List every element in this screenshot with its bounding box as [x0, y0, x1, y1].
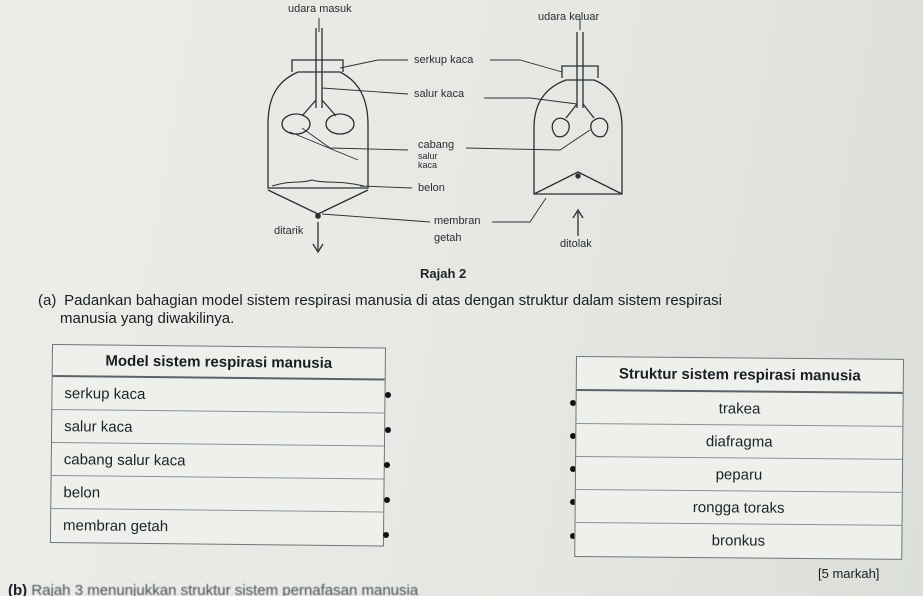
model-row: belon — [51, 476, 384, 513]
structure-row: diafragma — [576, 424, 903, 460]
left-branch-tube — [301, 99, 337, 117]
label-udara-keluar: udara keluar — [538, 11, 600, 23]
question-number: (a) — [38, 292, 57, 309]
label-ditarik: ditarik — [274, 225, 304, 237]
question-text-line1: Padankan bahagian model sistem respirasi… — [64, 292, 723, 309]
right-stopper — [561, 65, 599, 78]
down-arrow-left — [312, 222, 324, 254]
model-row: serkup kaca — [52, 377, 385, 414]
figure-caption: Rajah 2 — [420, 266, 467, 281]
label-serkup-kaca: serkup kaca — [414, 54, 474, 66]
up-arrow-right — [572, 208, 584, 236]
label-belon: belon — [418, 182, 445, 194]
left-match-dot-1[interactable] — [385, 392, 391, 398]
right-match-dot-3[interactable] — [570, 466, 576, 472]
model-row: membran getah — [63, 517, 169, 536]
right-membrane — [533, 171, 623, 195]
right-match-dot-4[interactable] — [570, 499, 576, 505]
right-match-dot-1[interactable] — [570, 400, 576, 406]
label-kaca: kaca — [418, 160, 438, 170]
label-getah: getah — [434, 232, 462, 244]
left-match-dot-5[interactable] — [383, 532, 389, 538]
model-row: cabang salur kaca — [51, 443, 384, 480]
label-cabang: cabang — [418, 139, 455, 151]
question-b-partial: (b) Rajah 3 menunjukkan struktur sistem … — [8, 582, 418, 596]
left-bell-jar-outline — [267, 71, 369, 189]
label-membran: membran — [434, 215, 481, 227]
right-match-dot-2[interactable] — [570, 433, 576, 439]
structure-row: bronkus — [711, 532, 766, 550]
respiratory-structures-table: Struktur sistem respirasi manusia trakea… — [574, 356, 904, 560]
left-glass-tube — [315, 28, 323, 108]
left-match-dot-2[interactable] — [385, 427, 391, 433]
model-parts-table: Model sistem respirasi manusia serkup ka… — [49, 344, 386, 547]
label-ditolak: ditolak — [560, 238, 592, 250]
right-bell-jar-outline — [533, 79, 623, 195]
right-match-dot-5[interactable] — [570, 533, 576, 539]
marks-label: [5 markah] — [818, 566, 880, 581]
bell-jar-illustration — [267, 18, 623, 254]
label-salur-kaca: salur kaca — [414, 88, 465, 100]
structure-row: peparu — [575, 457, 903, 493]
left-match-dot-3[interactable] — [384, 462, 390, 468]
question-b-text: Rajah 3 menunjukkan struktur sistem pern… — [31, 582, 419, 596]
right-glass-tube — [576, 32, 584, 108]
label-udara-masuk: udara masuk — [288, 3, 352, 15]
bell-jar-diagram: udara masuk udara keluar serkup kaca sal… — [267, 3, 623, 281]
question-b-number: (b) — [8, 582, 28, 596]
question-text-line2: manusia yang diwakilinya. — [60, 310, 235, 327]
question-a: (a) Padankan bahagian model sistem respi… — [38, 292, 908, 328]
structure-table-header: Struktur sistem respirasi manusia — [576, 357, 903, 394]
structure-row: trakea — [576, 391, 903, 427]
left-match-dot-4[interactable] — [384, 497, 390, 503]
structure-row: rongga toraks — [575, 490, 902, 526]
left-stopper — [291, 59, 344, 72]
left-membrane — [267, 189, 369, 215]
label-salur: salur — [418, 151, 438, 161]
model-table-header: Model sistem respirasi manusia — [52, 345, 385, 381]
model-row: salur kaca — [51, 410, 385, 447]
